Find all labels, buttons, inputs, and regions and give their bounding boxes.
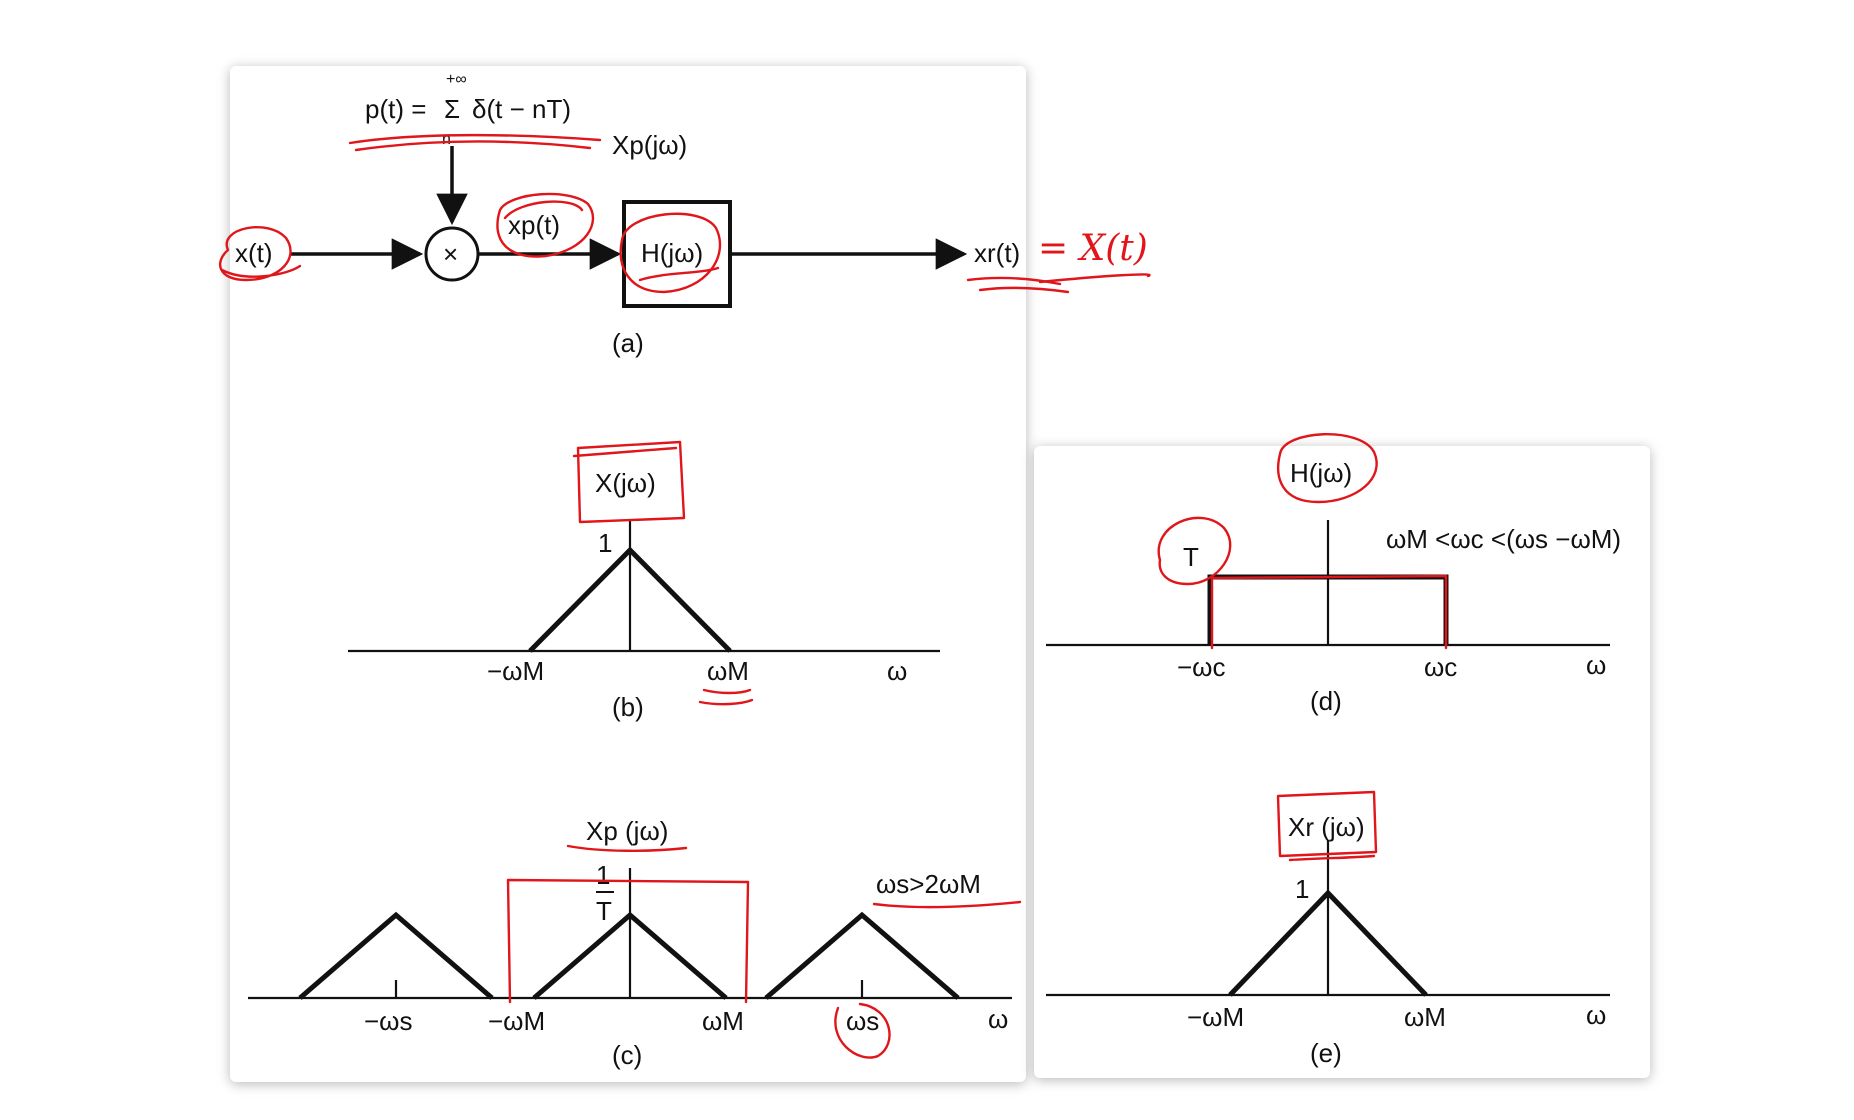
plot-d-gain-label: T <box>1183 542 1199 572</box>
right-figure-card <box>1034 446 1650 1078</box>
ink-underline-impulse-train <box>348 133 602 152</box>
plot-c-triangle-right <box>764 911 960 1000</box>
plot-c: Xp (jω) 1 T ωs>2ωM −ωs −ωM ωM ωs ω (c) <box>248 816 1012 1070</box>
xp-spectrum-label: Xp(jω) <box>612 130 687 160</box>
ink-underline-note <box>1038 273 1151 284</box>
output-label: xr(t) <box>974 238 1020 268</box>
plot-b-axis-label: ω <box>887 656 907 686</box>
plot-c-ylabel: Xp (jω) <box>586 816 668 846</box>
filter-label: H(jω) <box>641 238 703 268</box>
plot-b-peak-label: 1 <box>598 528 612 558</box>
plot-e: Xr (jω) 1 −ωM ωM ω (e) <box>1046 812 1610 1068</box>
multiplier-symbol: × <box>443 239 458 269</box>
sampled-label: xp(t) <box>508 210 560 240</box>
caption-a: (a) <box>612 328 644 358</box>
plot-c-triangle-center <box>532 911 728 1000</box>
ink-circle-input <box>219 226 302 282</box>
plot-c-tick-label-ws: ωs <box>846 1006 879 1036</box>
plot-e-peak-label: 1 <box>1295 874 1309 904</box>
plot-e-tick-neg-wm: −ωM <box>1187 1002 1244 1032</box>
caption-d: (d) <box>1310 686 1342 716</box>
plot-e-ylabel: Xr (jω) <box>1288 812 1365 842</box>
sum-upper-limit: +∞ <box>446 71 467 88</box>
plot-c-peak-num: 1 <box>596 860 610 890</box>
plot-c-axis-label: ω <box>988 1004 1008 1034</box>
caption-b: (b) <box>612 692 644 722</box>
plot-d-tick-wc: ωc <box>1424 652 1457 682</box>
plot-b-ylabel: X(jω) <box>595 468 656 498</box>
sum-lower-limit: n <box>442 131 451 148</box>
plot-e-axis-label: ω <box>1586 1000 1606 1030</box>
plot-c-tick-label-neg-wm: −ωM <box>488 1006 545 1036</box>
ink-underline-wm <box>698 688 754 706</box>
plot-c-tick-label-neg-ws: −ωs <box>364 1006 412 1036</box>
ink-circle-hjw <box>1276 433 1378 504</box>
input-label: x(t) <box>235 238 273 268</box>
ink-underline-condition <box>872 900 1022 909</box>
ink-box-xjw <box>572 440 686 524</box>
plot-d-condition: ωM <ωc <(ωs −ωM) <box>1386 524 1621 554</box>
plot-c-triangle-left <box>298 911 494 1000</box>
ink-underline-output <box>966 276 1070 294</box>
ink-box-xr <box>1276 790 1378 862</box>
ink-circle-ws <box>834 1002 891 1059</box>
plot-b-tick-wm: ωM <box>707 656 749 686</box>
plot-c-tick-label-wm: ωM <box>702 1006 744 1036</box>
ink-circle-filter <box>619 212 722 294</box>
ink-underline-xp <box>566 844 688 852</box>
plot-c-condition: ωs>2ωM <box>876 869 981 899</box>
plot-b-tick-neg-wm: −ωM <box>487 656 544 686</box>
sum-symbol: Σ <box>444 94 460 124</box>
ink-output-equals-x: = X(t) <box>1038 228 1148 269</box>
plot-d-ylabel: H(jω) <box>1290 458 1352 488</box>
red-annotations: = X(t) <box>219 133 1448 1059</box>
plot-d-axis-label: ω <box>1586 650 1606 680</box>
ink-circle-gain <box>1157 516 1232 586</box>
ink-circle-sampled <box>496 192 595 258</box>
plot-e-triangle <box>1228 889 1428 997</box>
plot-d-tick-neg-wc: −ωc <box>1177 652 1225 682</box>
plot-b: X(jω) 1 −ωM ωM ω (b) <box>348 468 940 722</box>
plot-e-tick-wm: ωM <box>1404 1002 1446 1032</box>
plot-b-triangle <box>528 546 732 653</box>
caption-e: (e) <box>1310 1038 1342 1068</box>
caption-c: (c) <box>612 1040 642 1070</box>
ink-trace-passband <box>1210 574 1448 650</box>
impulse-train-lhs: p(t) = <box>365 94 426 124</box>
left-figure-card <box>230 66 1026 1082</box>
impulse-train-rhs: δ(t − nT) <box>472 94 571 124</box>
plot-c-peak-den: T <box>596 896 612 926</box>
ink-bracket-center-replica <box>506 878 750 1004</box>
